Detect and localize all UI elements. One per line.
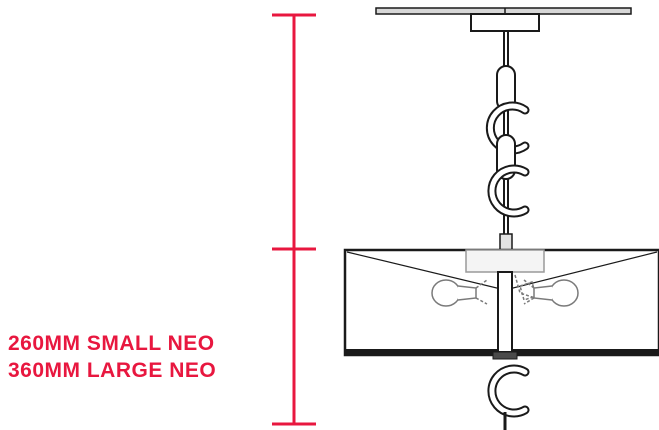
bulbs: [431, 274, 579, 307]
size-label-small: 260MM SMALL NEO: [8, 332, 215, 355]
lamp-holder: [465, 249, 545, 273]
height-dimension-line: [272, 13, 316, 426]
size-label-large: 360MM LARGE NEO: [8, 359, 217, 382]
suspension-cord: [503, 31, 509, 236]
rod-bottom-nut: [492, 351, 518, 360]
bulb-right: [523, 279, 579, 307]
ceiling-canopy: [470, 13, 540, 32]
bulb-left: [431, 279, 488, 307]
cord-grip: [499, 233, 513, 251]
central-rod: [497, 271, 513, 353]
